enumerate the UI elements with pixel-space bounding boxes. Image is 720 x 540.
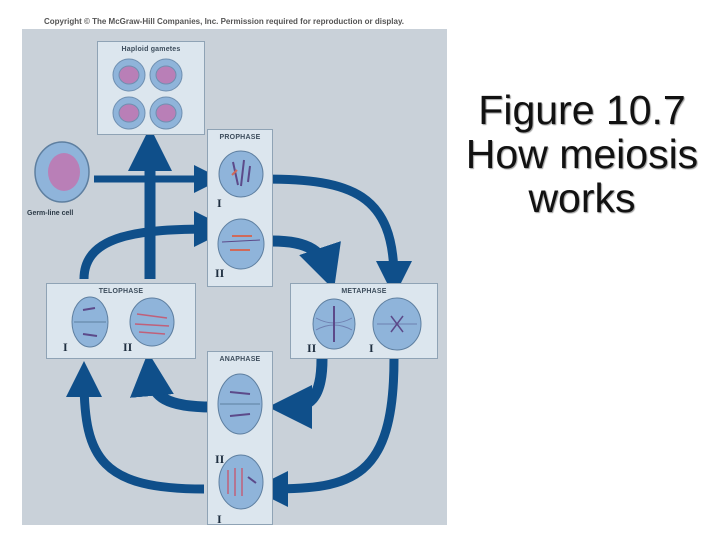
germ-line-cell bbox=[34, 141, 90, 203]
cycle-arrows bbox=[66, 127, 412, 507]
metaphase-label: METAPHASE bbox=[341, 288, 387, 295]
anaphase-roman-two: II bbox=[215, 452, 225, 466]
metaphase-roman-one: I bbox=[369, 341, 374, 355]
anaphase-box: ANAPHASE II I bbox=[207, 351, 273, 526]
metaphase-roman-two: II bbox=[307, 341, 317, 355]
slide-title-line-1: Figure 10.7 bbox=[478, 87, 686, 133]
slide-title-line-2: How meiosis bbox=[465, 131, 699, 177]
copyright-notice: Copyright © The McGraw-Hill Companies, I… bbox=[44, 17, 405, 26]
prophase-box: PROPHASE I II bbox=[207, 129, 273, 287]
telophase-roman-two: II bbox=[123, 340, 133, 354]
slide-title: Figure 10.7 How meiosis works bbox=[452, 88, 712, 220]
prophase-roman-two: II bbox=[215, 266, 225, 280]
telophase-box: TELOPHASE I II bbox=[46, 283, 196, 359]
arrow-metaphase-to-anaphase-inner bbox=[268, 358, 328, 429]
telophase-roman-one: I bbox=[63, 340, 68, 354]
arrow-prophase-to-metaphase-outer bbox=[263, 174, 412, 297]
gamete-cells bbox=[112, 58, 183, 130]
anaphase-label: ANAPHASE bbox=[219, 356, 261, 363]
anaphase-roman-one: I bbox=[217, 512, 222, 526]
arrow-anaphase-to-telophase-inner bbox=[130, 352, 213, 413]
arrow-metaphase-to-anaphase-outer bbox=[252, 358, 399, 507]
arrow-anaphase-to-telophase-outer bbox=[66, 361, 205, 494]
telophase-cells bbox=[71, 296, 175, 348]
meiosis-figure: Haploid gametes Germ-line cell PROPHASE … bbox=[22, 29, 447, 526]
arrow-telophase-to-prophase-outer bbox=[79, 211, 230, 280]
slide-title-line-3: works bbox=[528, 175, 636, 221]
prophase-roman-one: I bbox=[217, 196, 222, 210]
arrow-prophase-to-metaphase-inner bbox=[271, 235, 341, 290]
metaphase-cells bbox=[312, 297, 422, 351]
prophase-cells bbox=[217, 150, 265, 270]
telophase-label: TELOPHASE bbox=[98, 288, 144, 295]
prophase-label: PROPHASE bbox=[219, 134, 261, 141]
haploid-gametes-label: Haploid gametes bbox=[121, 46, 181, 53]
germ-line-cell-label: Germ-line cell bbox=[27, 210, 74, 217]
haploid-gametes-box: Haploid gametes bbox=[97, 41, 205, 135]
metaphase-box: METAPHASE II I bbox=[290, 283, 438, 359]
anaphase-cells bbox=[217, 373, 264, 510]
